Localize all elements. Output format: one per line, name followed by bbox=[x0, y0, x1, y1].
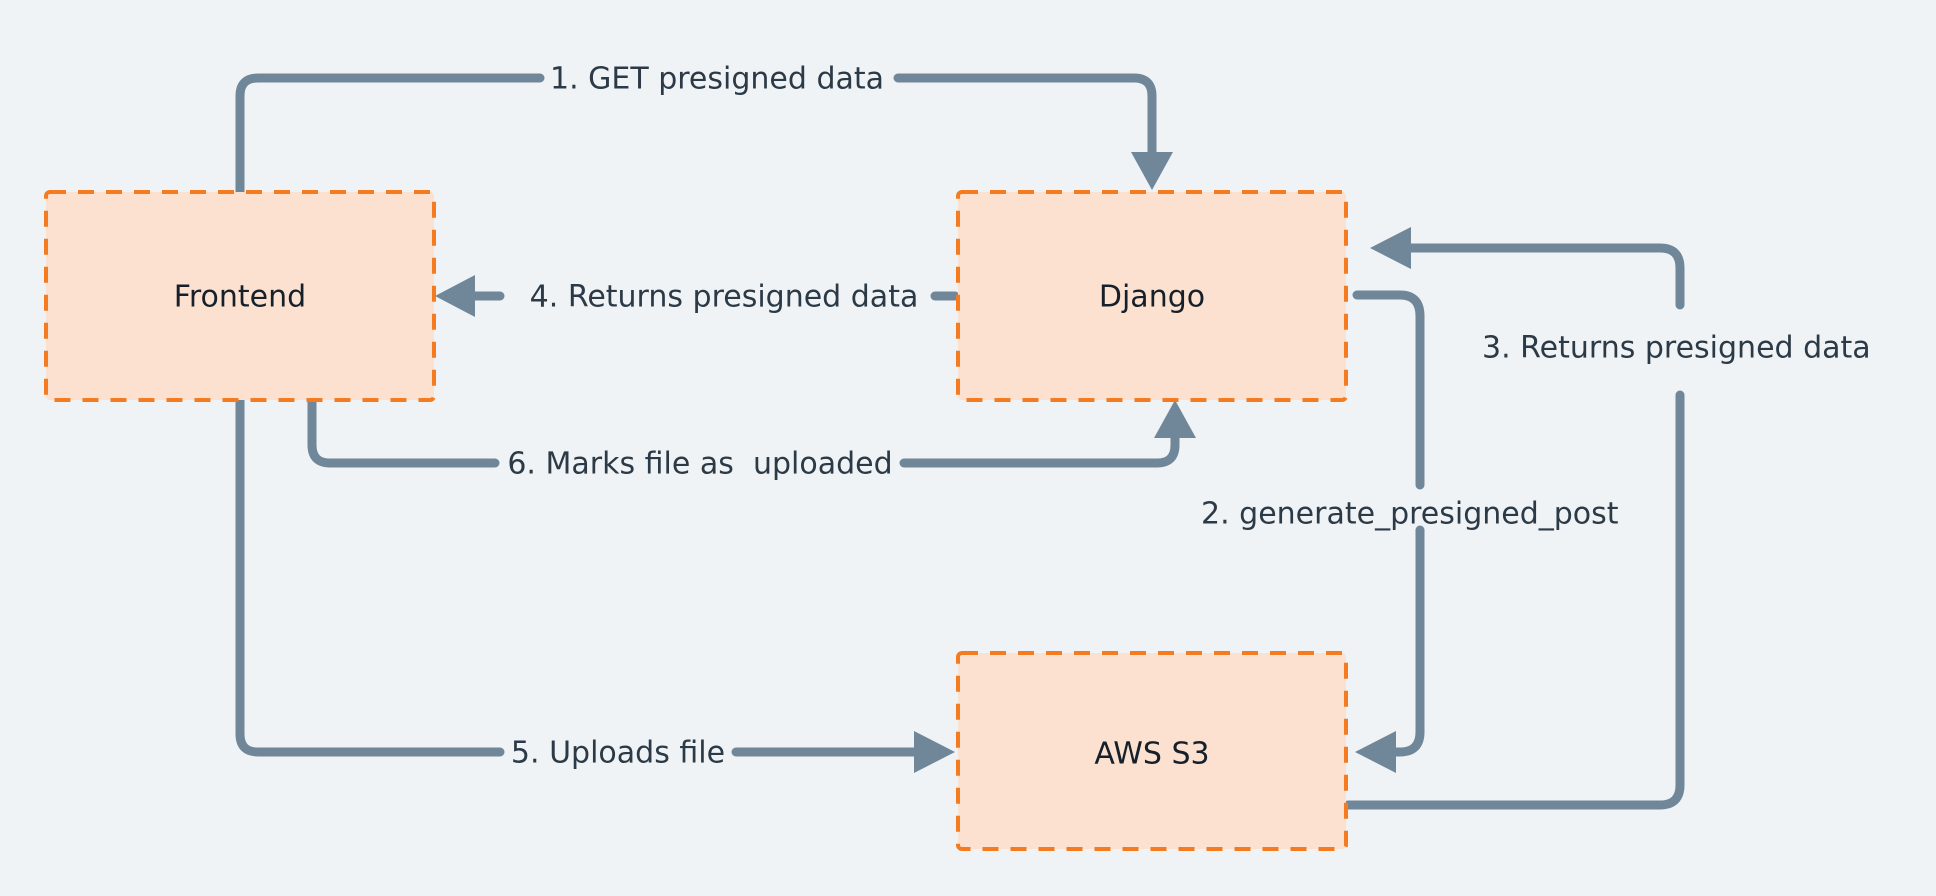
node-django-label: Django bbox=[1099, 280, 1205, 315]
node-frontend-label: Frontend bbox=[174, 280, 306, 315]
edge-2-path-upper bbox=[1352, 290, 1425, 490]
edge-4-label: 4. Returns presigned data bbox=[530, 280, 919, 315]
node-aws-s3[interactable]: AWS S3 bbox=[956, 651, 1348, 851]
edge-6-marks-file-as-uploaded: 6. Marks file as uploaded bbox=[307, 395, 1196, 482]
edge-2-path-lower bbox=[1380, 525, 1425, 757]
node-frontend[interactable]: Frontend bbox=[44, 190, 436, 402]
edge-6-label: 6. Marks file as uploaded bbox=[507, 447, 892, 482]
edge-6-arrowhead-icon bbox=[1154, 400, 1196, 438]
edge-5-arrowhead-icon bbox=[914, 731, 955, 773]
edge-2-arrowhead-icon bbox=[1355, 731, 1396, 773]
edge-5-label: 5. Uploads file bbox=[511, 736, 725, 771]
edge-5-uploads-file: 5. Uploads file bbox=[235, 395, 955, 773]
edge-4-arrowhead-icon bbox=[435, 275, 475, 317]
edge-4-returns-presigned-data: 4. Returns presigned data bbox=[435, 275, 960, 317]
edge-3-path-upper bbox=[1395, 243, 1685, 310]
edge-6-path-left bbox=[307, 395, 500, 468]
node-django[interactable]: Django bbox=[956, 190, 1348, 402]
node-aws-s3-label: AWS S3 bbox=[1094, 737, 1209, 772]
edge-3-arrowhead-icon bbox=[1370, 227, 1411, 269]
node-django-box[interactable] bbox=[956, 190, 1348, 402]
node-frontend-box[interactable] bbox=[44, 190, 436, 402]
edge-1-get-presigned-data: 1. GET presigned data bbox=[235, 62, 1173, 197]
edge-1-path-right bbox=[893, 73, 1157, 165]
node-aws-s3-box[interactable] bbox=[956, 651, 1348, 851]
edge-1-label: 1. GET presigned data bbox=[550, 62, 884, 97]
edge-1-path bbox=[235, 73, 545, 197]
edge-2-label: 2. generate_presigned_post bbox=[1201, 497, 1619, 532]
edge-6-path-right bbox=[899, 425, 1180, 468]
edge-5-path-down bbox=[235, 395, 505, 757]
edge-3-label: 3. Returns presigned data bbox=[1482, 331, 1871, 366]
edge-3-path-lower bbox=[1343, 390, 1685, 810]
edge-3-returns-presigned-data: 3. Returns presigned data bbox=[1343, 227, 1871, 810]
edge-1-arrowhead-icon bbox=[1131, 152, 1173, 190]
edge-2-generate-presigned-post: 2. generate_presigned_post bbox=[1201, 290, 1619, 773]
